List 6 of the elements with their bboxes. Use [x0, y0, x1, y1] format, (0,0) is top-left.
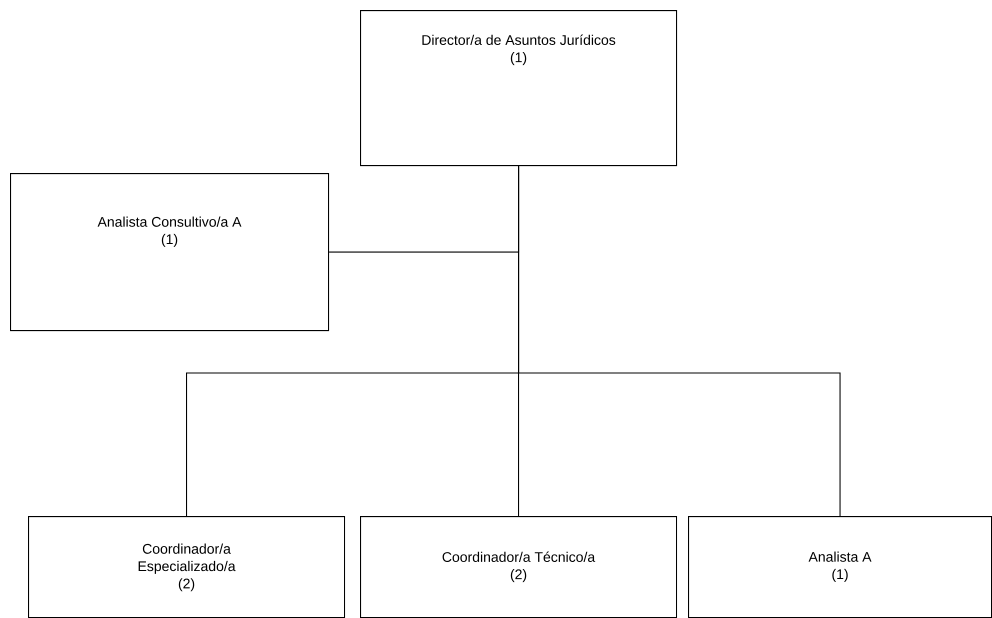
position-box: Analista A (1) [688, 516, 992, 618]
position-box: Analista Consultivo/a A (1) [10, 173, 330, 332]
position-box: Director/a de Asuntos Jurídicos (1) [360, 10, 678, 166]
connector-line [518, 166, 841, 516]
position-box: Coordinador/a Especializado/a (2) [28, 516, 346, 618]
position-box: Coordinador/a Técnico/a (2) [360, 516, 678, 618]
